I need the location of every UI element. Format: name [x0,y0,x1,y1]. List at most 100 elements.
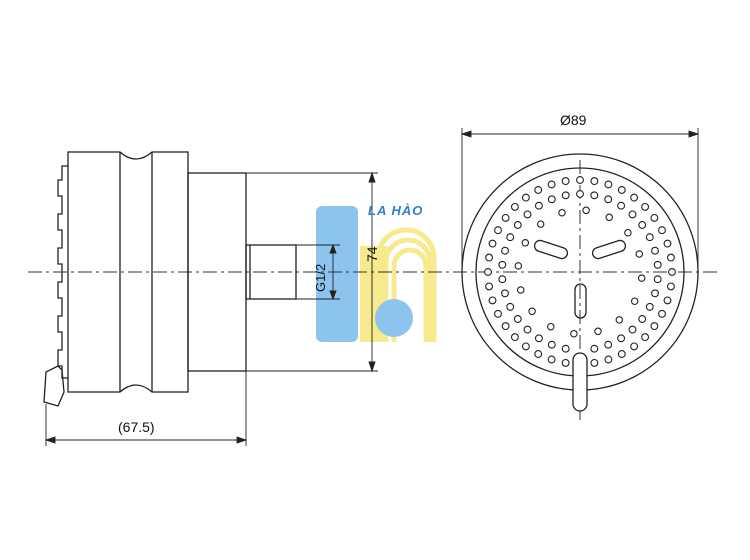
nozzle-hole [604,355,613,364]
nozzle-hole [590,191,599,200]
nozzle-hole [561,191,570,200]
nozzle-hole [485,253,494,262]
nozzle-hole [604,195,613,204]
nozzle-hole [590,344,599,353]
nozzle-hole [624,228,632,237]
nozzle-hole [547,340,556,349]
side-view [43,151,297,407]
height-label: 74 [364,246,380,262]
nozzle-hole [653,260,662,269]
nozzle-hole [576,190,584,198]
nozzle-hole [501,289,509,298]
watermark-text: LA HÀO [368,203,424,218]
nozzle-hole [488,239,497,248]
nozzle-hole [617,334,626,343]
thread-dimension [296,243,340,301]
nozzle-hole [590,358,599,367]
spray-slots [533,239,627,319]
nozzle-hole [638,221,647,229]
nozzle-hole [547,180,556,189]
nozzle-hole [668,268,676,276]
nozzle-hole [513,221,522,229]
face-plate [57,165,68,379]
nozzle-hole [635,250,644,258]
nozzle-hole [498,260,507,269]
shower-head-body [67,151,189,393]
nozzle-hole [488,296,497,305]
nozzle-hole [666,282,675,291]
nozzle-hole [558,208,566,217]
nozzle-hole [651,246,659,255]
spray-lever [43,365,65,407]
thread-label: G1/2 [313,263,328,292]
nozzle-hole [510,202,519,211]
nozzle-hole [494,226,502,235]
nozzle-hole [666,253,675,262]
nozzle-hole [650,213,659,222]
nozzle-hole [534,186,543,194]
diameter-label: Ø89 [560,112,587,128]
nozzle-hole [523,325,532,334]
nozzle-hole [617,201,626,210]
nozzle-hole [513,315,522,323]
nozzle-hole [498,275,507,284]
nozzle-hole [561,358,570,367]
nozzle-hole [605,213,613,222]
nozzle-hole [494,309,502,318]
nozzle-hole [628,325,637,334]
nozzle-hole [547,355,556,364]
nozzle-hole [617,350,626,358]
threaded-inlet [245,244,297,300]
nozzle-hole [576,176,584,184]
nozzle-hole [501,213,510,222]
nozzle-hole [534,350,543,358]
nozzle-hole [615,316,624,324]
nozzle-hole [630,342,639,351]
nozzle-hole [590,177,599,186]
nozzle-hole [485,282,494,291]
height-dimension [246,171,378,373]
nozzle-hole [630,297,639,305]
nozzle-hole [521,342,530,351]
nozzle-hole [561,344,570,353]
width-label: (67.5) [118,419,155,435]
front-view [461,153,699,412]
nozzle-hole [645,302,654,311]
nozzle-hole [570,329,578,338]
nozzle-hole [645,233,654,242]
nozzle-hole [501,322,510,331]
nozzle-hole [663,296,672,305]
nozzle-hole [536,220,545,228]
nozzle-hole [617,186,626,194]
nozzle-hole [653,275,662,284]
nozzle-hole [547,195,556,204]
nozzle-hole [658,226,666,235]
nozzle-hole [501,246,509,255]
nozzle-hole [484,268,492,276]
lever-handle [572,352,588,412]
nozzle-hole [651,289,659,298]
nozzle-hole [641,333,650,342]
nozzle-hole [628,210,637,219]
nozzle-hole [521,193,530,202]
nozzle-hole [534,334,543,343]
nozzle-hole [514,262,523,270]
nozzle-hole [506,302,515,311]
nozzle-hole [650,322,659,331]
nozzle-hole [630,193,639,202]
nozzle-hole [510,333,519,342]
nozzle-hole [637,274,646,282]
nozzle-hole [594,327,602,336]
nozzle-hole [663,239,672,248]
nozzle-hole [516,286,525,294]
nozzle-pattern [484,176,676,367]
nozzle-hole [534,201,543,210]
diameter-dimension [460,128,700,272]
nozzle-hole [641,202,650,211]
nozzle-hole [582,206,590,215]
nozzle-hole [547,322,555,331]
nozzle-hole [604,180,613,189]
nozzle-hole [523,210,532,219]
nozzle-hole [604,340,613,349]
nozzle-hole [506,233,515,242]
